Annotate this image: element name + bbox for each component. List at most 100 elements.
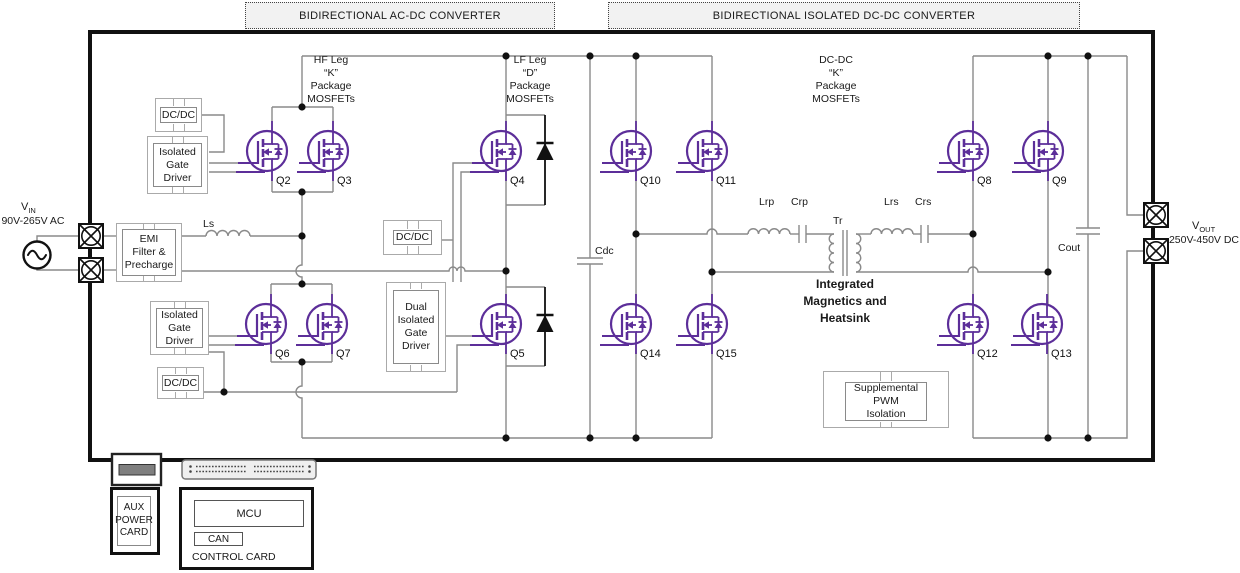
junction-dot [632,230,640,238]
junction-dot [1044,268,1052,276]
mosfet-label-Q8: Q8 [977,175,992,187]
mosfet-label-Q4: Q4 [510,175,525,187]
aux-power-card: AUX POWER CARD [110,487,160,555]
card-tab [174,367,187,374]
body-diode [975,322,984,328]
junction-dot [1044,434,1052,442]
header-acdc-label: BIDIRECTIONAL AC-DC CONVERTER [299,9,501,22]
circle [1146,205,1167,226]
card-tab [143,275,155,282]
dual-gate-driver-box: Dual Isolated Gate Driver [386,282,446,372]
wire [747,228,791,235]
mosfet-Q15: Q15 [676,294,737,360]
body-diode [508,322,517,328]
card-tab [410,282,422,289]
wire [27,249,47,261]
control-card: MCU CAN CONTROL CARD [179,487,314,570]
mosfet-Q9: Q9 [1012,121,1067,187]
body-diode [508,149,517,155]
power-diode [536,287,554,366]
polygon [703,148,709,156]
body-diode [334,322,343,328]
circle [189,465,192,468]
emi-filter-box: EMI Filter & Precharge [116,223,182,282]
crp-label: Crp [791,196,808,208]
wire [452,162,473,282]
header-dcdc-converter: BIDIRECTIONAL ISOLATED DC-DC CONVERTER [608,2,1080,29]
transformer-core [842,230,848,276]
junction-dot [502,52,510,60]
mosfet-Q14: Q14 [600,294,661,360]
mosfet-label-Q15: Q15 [716,348,737,360]
crs-label: Crs [915,196,932,208]
junction-dot [298,103,306,111]
card-tab [172,124,185,132]
gate-driver-bottom-left: Isolated Gate Driver [150,301,209,355]
lf-leg-label: LF Leg “D” Package MOSFETs [506,54,554,105]
body-diode [714,322,723,328]
wire [456,344,471,392]
junction-dot [632,52,640,60]
wire [209,351,225,392]
body-diode [638,149,647,155]
wire [460,171,471,282]
body-diode [638,322,647,328]
wire [36,235,79,242]
mosfet-Q8: Q8 [937,121,992,187]
mosfet-label-Q7: Q7 [336,348,351,360]
junction-dot [1084,434,1092,442]
card-tab [171,136,184,143]
vin-label: VIN [21,201,36,216]
mosfet-label-Q12: Q12 [977,348,998,360]
wire [78,257,104,283]
aux-power-card-label: AUX POWER CARD [115,496,153,546]
card-tab [880,422,892,428]
dcdc-module-mid: DC/DC [383,220,442,255]
mosfet-Q3: Q3 [297,121,352,187]
body-diode [975,149,984,155]
hf-leg-label: HF Leg “K” Package MOSFETs [307,54,355,105]
polygon [497,321,503,329]
wire [1126,56,1144,216]
card-tab [880,371,892,381]
polygon [703,321,709,329]
cdc-label: Cdc [595,245,614,257]
polygon [627,148,633,156]
mosfet-label-Q11: Q11 [716,175,736,187]
wire [295,362,303,438]
output-terminal [1143,202,1169,228]
junction-dot [969,230,977,238]
mosfet-label-Q3: Q3 [337,175,352,187]
junction-dot [708,268,716,276]
polygon [324,148,330,156]
card-tab [173,301,186,308]
tr-label: Tr [833,215,843,227]
control-card-label: CONTROL CARD [192,551,276,563]
input-terminal [78,223,104,249]
vout-label: VOUT [1192,220,1216,235]
mosfet-Q10: Q10 [600,121,661,187]
wire [78,223,104,249]
dcdc-module-label: DC/DC [393,230,432,245]
junction-dot [220,388,228,396]
header-dcdc-label: BIDIRECTIONAL ISOLATED DC-DC CONVERTER [712,9,976,22]
mosfet-label-Q5: Q5 [510,348,525,360]
output-terminal [1143,238,1169,264]
polygon [1039,148,1045,156]
mosfet-Q5: Q5 [470,294,525,360]
junction-dot [298,188,306,196]
wire [205,229,251,237]
emi-filter-label: EMI Filter & Precharge [122,229,176,276]
mosfet-Q2: Q2 [236,121,291,187]
card-tab [173,348,186,355]
dcdc-module-top-left: DC/DC [155,98,202,132]
mosfet-Q7: Q7 [296,294,351,360]
ac-source-icon [22,240,52,270]
mosfet-Q12: Q12 [937,294,998,360]
wire [182,266,506,272]
supplemental-pwm-label: Supplemental PWM Isolation [845,382,927,421]
polygon [1038,321,1044,329]
mosfet-label-Q6: Q6 [275,348,290,360]
junction-dot [298,280,306,288]
